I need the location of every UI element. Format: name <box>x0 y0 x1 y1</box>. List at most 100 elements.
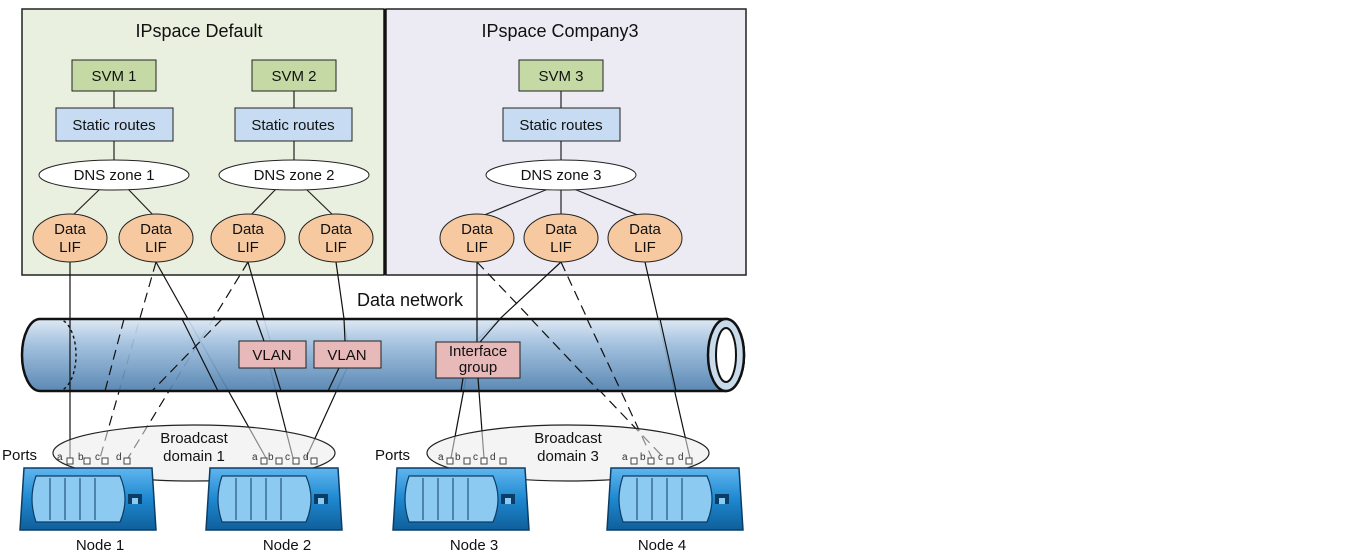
static-routes-1 <box>55 107 174 142</box>
port-square <box>647 457 655 465</box>
data-lif-2-line2: LIF <box>145 239 167 256</box>
port-letter-d: d <box>303 452 309 463</box>
static-routes-2-label: Static routes <box>251 117 334 134</box>
data-lif-1-line2: LIF <box>59 239 81 256</box>
interface-group-line2: group <box>459 359 497 376</box>
port-letter-c: c <box>285 452 290 463</box>
broadcast-domain-3 <box>426 424 710 482</box>
vlan-2-label: VLAN <box>327 347 366 364</box>
static-routes-3 <box>502 107 621 142</box>
dns-zone-1 <box>38 159 190 191</box>
port-group-node3: a b c d <box>438 452 507 465</box>
vlan-1-box <box>238 340 307 369</box>
svm1-label: SVM 1 <box>91 68 136 85</box>
dns-zone-3-label: DNS zone 3 <box>521 167 602 184</box>
port-letter-b: b <box>455 452 461 463</box>
dns-zone-3 <box>485 159 637 191</box>
port-square <box>292 457 300 465</box>
data-lif-6-line2: LIF <box>550 239 572 256</box>
port-letter-d: d <box>490 452 496 463</box>
data-lif-4 <box>298 213 374 263</box>
port-square <box>463 457 471 465</box>
data-lif-5 <box>439 213 515 263</box>
dns-zone-2-label: DNS zone 2 <box>254 167 335 184</box>
node-4-label: Node 4 <box>638 537 686 554</box>
node-3 <box>392 467 530 531</box>
data-lif-2-line1: Data <box>140 221 172 238</box>
data-network-label: Data network <box>357 290 464 310</box>
vlan-1-label: VLAN <box>252 347 291 364</box>
port-letter-b: b <box>640 452 646 463</box>
svm3-box <box>518 59 604 92</box>
port-letter-b: b <box>268 452 274 463</box>
node-2 <box>205 467 343 531</box>
port-group-node4: a b c d <box>622 452 693 465</box>
dns-lif-connectors <box>69 188 646 219</box>
data-network-pipe <box>20 317 746 393</box>
broadcast-domain-3-line2: domain 3 <box>537 448 599 465</box>
port-square <box>101 457 109 465</box>
broadcast-domain-1-line1: Broadcast <box>160 430 228 447</box>
node-2-label: Node 2 <box>263 537 311 554</box>
data-lif-3-line2: LIF <box>237 239 259 256</box>
port-group-node1: a b c d <box>57 452 131 465</box>
node-4 <box>606 467 744 531</box>
port-square <box>630 457 638 465</box>
dns-zone-2 <box>218 159 370 191</box>
data-lif-4-line2: LIF <box>325 239 347 256</box>
ipspace-default-title: IPspace Default <box>135 21 262 41</box>
data-lif-1 <box>32 213 108 263</box>
port-group-node2: a b c d <box>252 452 318 465</box>
static-routes-3-label: Static routes <box>519 117 602 134</box>
port-square <box>66 457 74 465</box>
port-letter-c: c <box>473 452 478 463</box>
port-square <box>499 457 507 465</box>
node-1 <box>19 467 157 531</box>
port-square <box>275 457 283 465</box>
port-square <box>666 457 674 465</box>
interface-group-line1: Interface <box>449 343 507 360</box>
vlan-2-box <box>313 340 382 369</box>
node-3-label: Node 3 <box>450 537 498 554</box>
port-letter-a: a <box>622 452 628 463</box>
ports-label-left: Ports <box>2 447 37 464</box>
data-lif-5-line2: LIF <box>466 239 488 256</box>
data-lif-4-line1: Data <box>320 221 352 238</box>
static-routes-2 <box>234 107 353 142</box>
port-square <box>446 457 454 465</box>
data-lifs: Data LIF Data LIF Data LIF Data LIF Data… <box>32 213 683 263</box>
svm3-label: SVM 3 <box>538 68 583 85</box>
port-letter-a: a <box>57 452 63 463</box>
broadcast-domain-3-line1: Broadcast <box>534 430 602 447</box>
svm-connectors <box>113 91 562 160</box>
svm2-box <box>251 59 337 92</box>
lines-over-pipe <box>69 318 677 392</box>
dns-zone-1-label: DNS zone 1 <box>74 167 155 184</box>
data-lif-6-line1: Data <box>545 221 577 238</box>
data-lif-1-line1: Data <box>54 221 86 238</box>
node-1-label: Node 1 <box>76 537 124 554</box>
port-letter-b: b <box>78 452 84 463</box>
port-letter-c: c <box>95 452 100 463</box>
port-letter-a: a <box>438 452 444 463</box>
port-letter-d: d <box>116 452 122 463</box>
port-square <box>83 457 91 465</box>
port-letter-a: a <box>252 452 258 463</box>
data-lif-2 <box>118 213 194 263</box>
static-routes-1-label: Static routes <box>72 117 155 134</box>
broadcast-domain-1-line2: domain 1 <box>163 448 225 465</box>
data-lif-7-line2: LIF <box>634 239 656 256</box>
ipspace-company3-title: IPspace Company3 <box>481 21 638 41</box>
port-square <box>685 457 693 465</box>
data-lif-7 <box>607 213 683 263</box>
port-square <box>260 457 268 465</box>
data-lif-3 <box>210 213 286 263</box>
ports-label-right: Ports <box>375 447 410 464</box>
svm2-label: SVM 2 <box>271 68 316 85</box>
port-square <box>480 457 488 465</box>
data-lif-7-line1: Data <box>629 221 661 238</box>
data-lif-6 <box>523 213 599 263</box>
svm1-box <box>71 59 157 92</box>
interface-group-box <box>435 341 521 379</box>
